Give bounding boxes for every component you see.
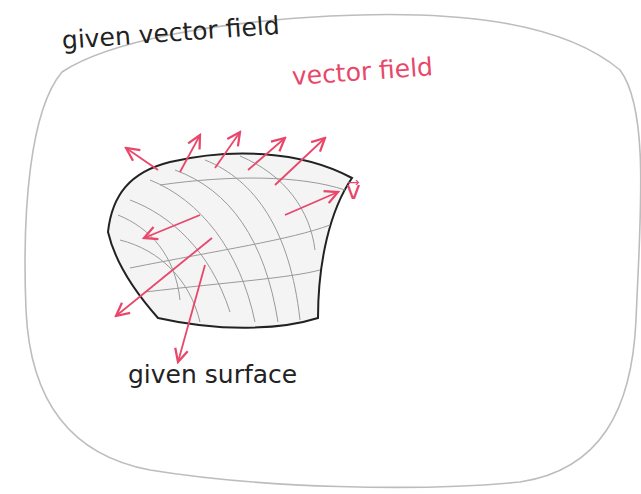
surface-label: given surface xyxy=(128,360,297,390)
region-label: given vector field xyxy=(61,11,281,56)
surface xyxy=(108,154,352,328)
region-outline xyxy=(25,14,641,487)
field-label: vector field xyxy=(291,52,434,92)
vector-symbol: v⃗ xyxy=(346,176,361,206)
vector-arrows xyxy=(116,132,338,362)
